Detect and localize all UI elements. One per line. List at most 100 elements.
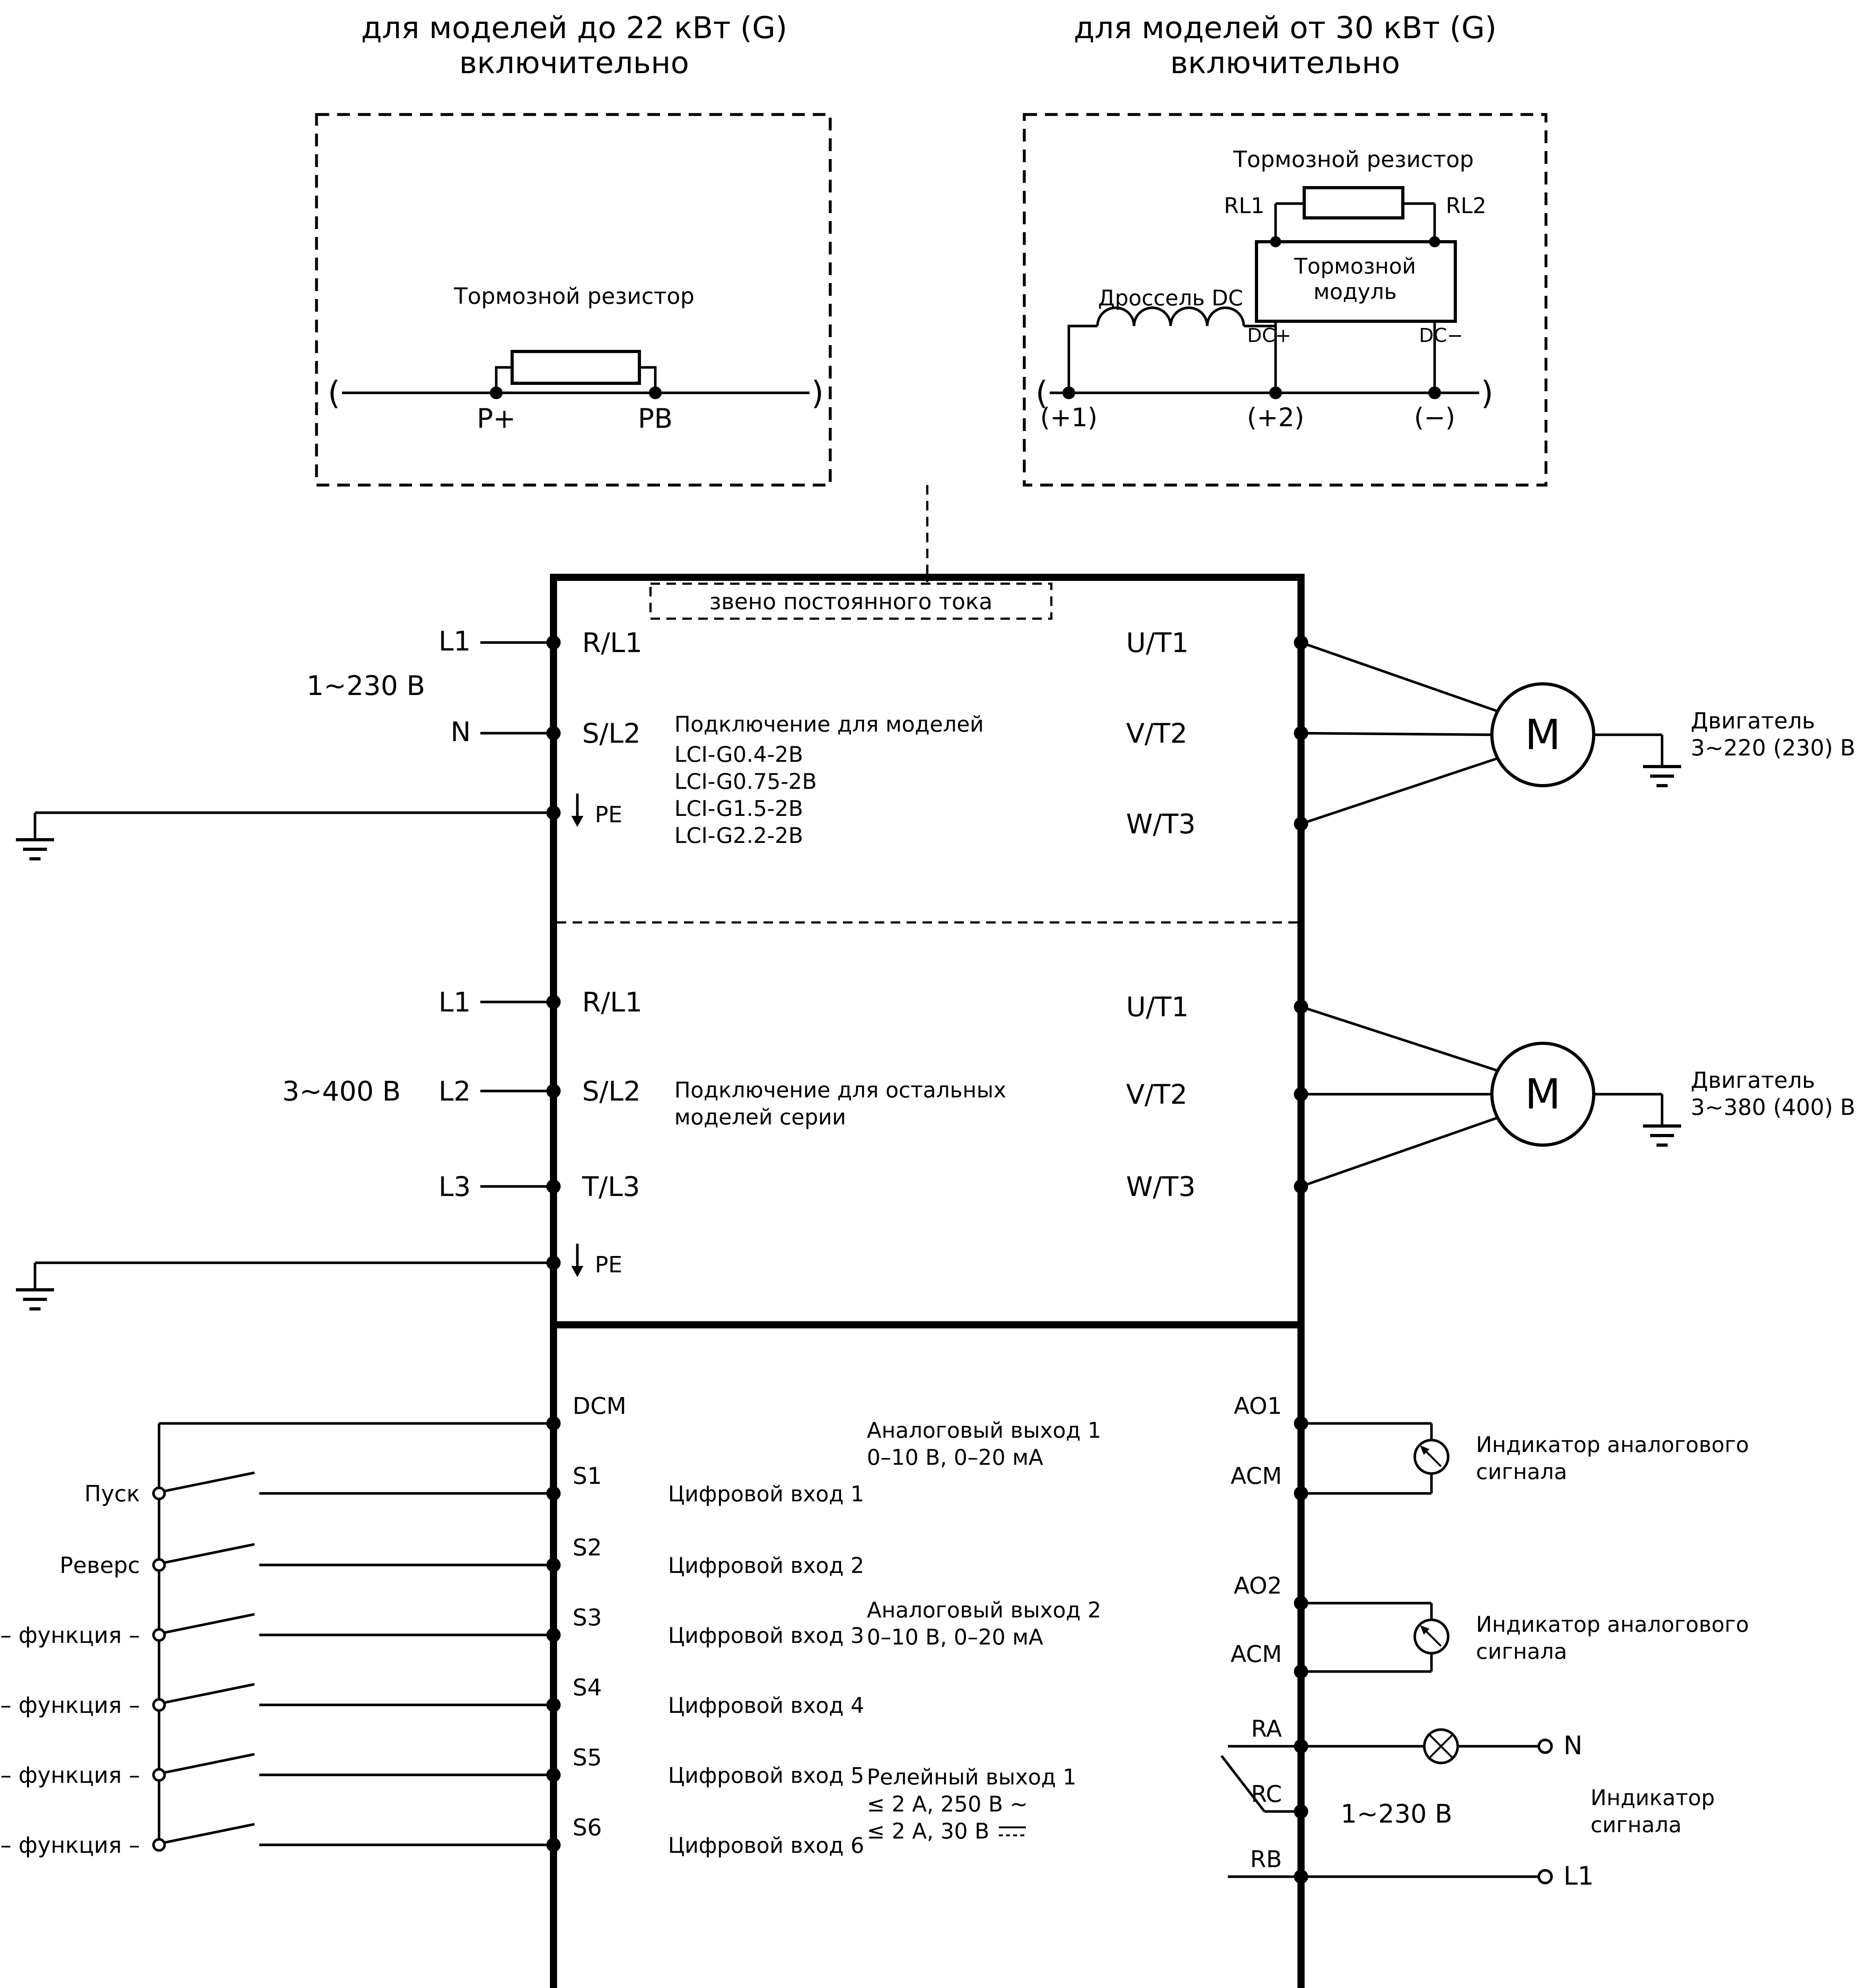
input-function-label: – функция – [0,1763,140,1788]
dc-choke-circuit: Дроссель DC [1067,285,1276,393]
motor-label: Двигатель [1691,1068,1815,1093]
braking-module-box [1255,240,1457,323]
supply-l2-label: L2 [439,1076,471,1107]
analog-output-1: Аналоговый выход 1 0–10 В, 0–20 мА AO1 A… [867,1392,1749,1501]
output-desc: Аналоговый выход 2 [867,1598,1101,1623]
braking-resistor-circuit: ( ) P+ PB [328,350,824,435]
terminal-s4: S4 [573,1674,602,1701]
resistor-icon [511,350,641,385]
braking-resistor-label: Тормозной резистор [1233,147,1474,173]
motor-label: Двигатель [1691,708,1815,734]
terminal-s6: S6 [573,1814,602,1841]
terminal-dc-minus: DC− [1419,324,1463,347]
terminal-w-t3: W/T3 [1126,809,1196,840]
terminal-w-t3: W/T3 [1126,1171,1196,1203]
indicator-label: Индикатор [1591,1785,1715,1810]
switch-contact-icon [152,1486,166,1501]
motor-icon: M [1490,1042,1595,1147]
input-function-label: Реверс [60,1553,140,1578]
supply-l1-label: L1 [439,987,471,1018]
switch-contact-icon [152,1558,166,1572]
mains-terminal-icon [1537,1869,1553,1885]
switch-blade-icon [164,1753,255,1774]
switch-blade-icon [164,1613,255,1634]
switch-contact-icon [152,1768,166,1782]
pe-arrow-icon [571,1244,584,1277]
terminal-rb: RB [1250,1846,1282,1873]
output-range: 0–10 В, 0–20 мА [867,1445,1043,1470]
option-left-dashed-box [315,113,832,487]
changeover-contact-icon [1220,1745,1301,1878]
terminal-rl2: RL2 [1446,193,1486,218]
input-function-label: – функция – [0,1693,140,1718]
braking-module-label-2: модуль [1313,279,1396,304]
switch-contact-icon [152,1628,166,1642]
option-left-title-2: включительно [459,45,689,80]
input-desc: Цифровой вход 6 [668,1833,864,1858]
power-section-400v: L1 3~400 В L2 L3 R/L1 S/L2 T/L3 PE Подкл… [16,987,1855,1310]
input-desc: Цифровой вход 4 [668,1693,864,1718]
note-model: LCI-G1.5-2B [674,796,803,821]
indicator-label-2: сигнала [1591,1812,1682,1837]
input-function-label: Пуск [84,1481,140,1507]
motor-icon: M [1490,682,1595,787]
ground-icon [16,813,54,860]
switch-blade-icon [164,1471,255,1493]
motor-ground-icon [1594,733,1681,787]
terminal-v-t2: V/T2 [1126,718,1187,749]
supply-l1-label: L1 [439,626,471,657]
terminal-dcm: DCM [573,1392,626,1419]
output-desc: Аналоговый выход 1 [867,1418,1101,1443]
indicator-label: Индикатор аналогового [1476,1432,1749,1457]
indicator-label-2: сигнала [1476,1459,1567,1484]
terminal-t-l3: T/L3 [582,1171,640,1203]
input-function-label: – функция – [0,1833,140,1858]
terminal-ao2: AO2 [1234,1572,1282,1599]
dc-symbol-icon [999,1826,1026,1837]
option-left-title: для моделей до 22 кВт (G) [361,10,787,45]
supply-voltage-label: 1~230 В [307,670,425,702]
lamp-icon [1423,1728,1459,1765]
input-desc: Цифровой вход 1 [668,1481,864,1507]
motor-letter: M [1525,1070,1561,1118]
option-right-title: для моделей от 30 кВт (G) [1074,10,1496,45]
terminal-s-l2: S/L2 [582,1076,641,1107]
inverter-block [550,574,1305,1988]
pe-arrow-icon [571,794,584,827]
braking-module-circuit: RL1 RL2 Тормозной модуль DC+ DC− [1224,186,1486,393]
braking-module-label: Тормозной [1294,254,1416,279]
terminal-s5: S5 [573,1744,602,1771]
motor-letter: M [1525,711,1561,759]
terminal-ra: RA [1251,1715,1282,1742]
terminal-dc-plus: DC+ [1247,324,1291,347]
terminal-minus: (−) [1414,403,1455,433]
option-up-to-22kw: для моделей до 22 кВт (G) включительно Т… [315,10,832,487]
terminal-s-l2: S/L2 [582,718,641,749]
mains-l1-label: L1 [1563,1862,1594,1891]
terminal-plus2: (+2) [1247,403,1304,433]
motor-voltage: 3~380 (400) В [1691,1095,1855,1120]
input-desc: Цифровой вход 3 [668,1623,864,1648]
option-right-dashed-box [1023,113,1548,487]
resistor-icon [1303,186,1404,219]
input-function-label: – функция – [0,1623,140,1648]
option-right-title-2: включительно [1170,45,1400,80]
supply-n-label: N [451,716,471,748]
note-model: LCI-G0.4-2B [674,742,803,767]
terminal-acm: ACM [1231,1640,1282,1668]
switch-contact-icon [152,1698,166,1712]
supply-voltage-label: 3~400 В [282,1076,401,1107]
note-title-2: моделей серии [674,1105,846,1130]
mains-terminal-icon [1537,1738,1553,1754]
terminal-v-t2: V/T2 [1126,1079,1187,1110]
terminal-u-t1: U/T1 [1126,992,1189,1023]
braking-resistor-label: Тормозной резистор [454,283,695,309]
digital-inputs: DCM Пуск S1 Цифровой вход 1 Реверс S2 Ци… [0,1392,864,1858]
indicator-label: Индикатор аналогового [1476,1612,1749,1637]
terminal-s1: S1 [573,1462,602,1489]
dc-link-box [649,582,1053,620]
note-model: LCI-G2.2-2B [674,823,803,848]
dc-choke-label: Дроссель DC [1098,285,1243,311]
terminal-r-l1: R/L1 [582,627,642,659]
